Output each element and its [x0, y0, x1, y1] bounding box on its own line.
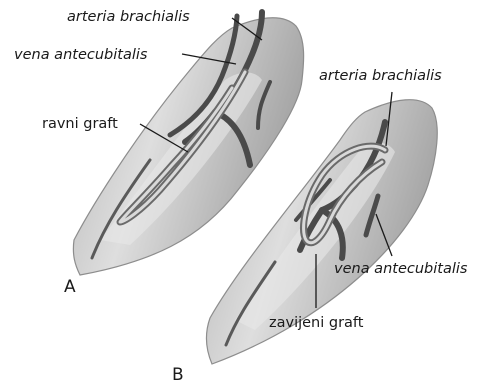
label-b-vena-antecubitalis: vena antecubitalis: [334, 261, 468, 277]
label-a-ravni-graft: ravni graft: [42, 116, 118, 132]
label-a-vena-antecubitalis: vena antecubitalis: [14, 47, 148, 63]
label-panel-b: B: [172, 365, 184, 385]
label-a-arteria-brachialis: arteria brachialis: [67, 9, 190, 25]
label-b-arteria-brachialis: arteria brachialis: [319, 68, 442, 84]
label-panel-a: A: [64, 277, 76, 297]
label-b-zavijeni-graft: zavijeni graft: [269, 315, 364, 331]
